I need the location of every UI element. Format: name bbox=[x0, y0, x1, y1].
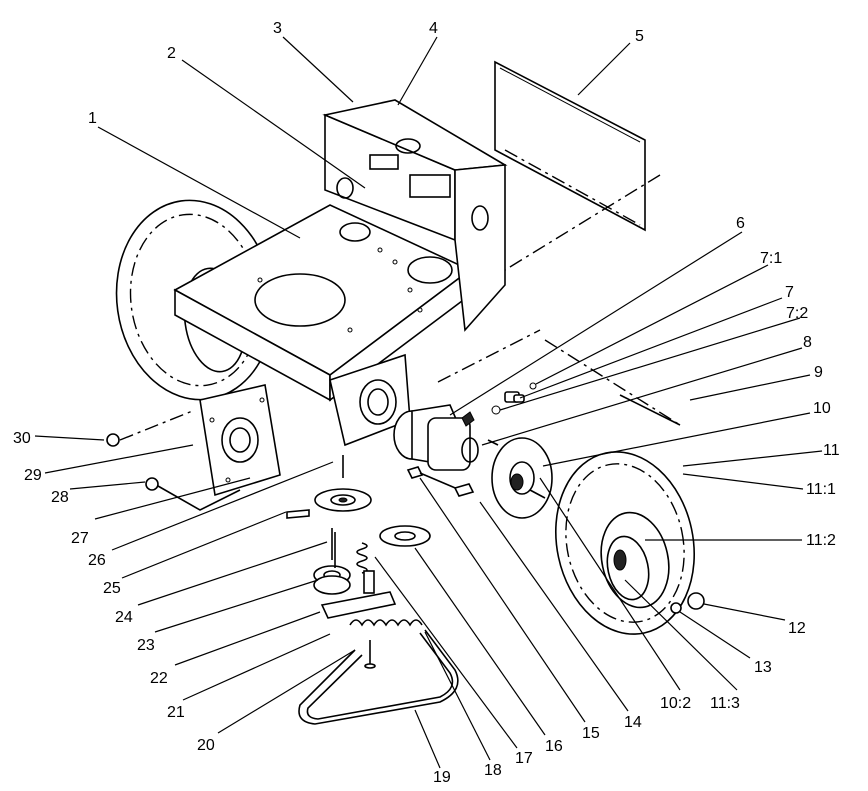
callout-23: 23 bbox=[137, 637, 155, 654]
right-tire bbox=[554, 451, 696, 635]
callout-24: 24 bbox=[115, 609, 133, 626]
fittings bbox=[487, 382, 537, 446]
drive-pulley bbox=[314, 488, 372, 512]
callout-10: 10 bbox=[813, 400, 831, 417]
callout-25: 25 bbox=[103, 580, 121, 597]
hydraulic-motor bbox=[393, 404, 479, 471]
drive-belt bbox=[298, 629, 459, 725]
callout-30: 30 bbox=[13, 430, 31, 447]
callout-1: 1 bbox=[88, 110, 97, 127]
nut-30 bbox=[106, 433, 120, 447]
hub-stud bbox=[529, 489, 546, 499]
main-frame bbox=[173, 99, 508, 447]
callout-22: 22 bbox=[150, 670, 168, 687]
callout-11-1: 11:1 bbox=[806, 481, 836, 498]
callout-12: 12 bbox=[788, 620, 806, 637]
callout-9: 9 bbox=[814, 364, 823, 381]
callout-28: 28 bbox=[51, 489, 69, 506]
nut-28-guide bbox=[157, 485, 241, 511]
idler-arm bbox=[320, 532, 423, 669]
callout-16: 16 bbox=[545, 738, 563, 755]
rod-alignment-line bbox=[544, 339, 681, 426]
callout-18: 18 bbox=[484, 762, 502, 779]
tension-spring bbox=[356, 542, 375, 594]
callout-15: 15 bbox=[582, 725, 600, 742]
callout-3: 3 bbox=[273, 20, 282, 37]
callout-7: 7 bbox=[785, 284, 794, 301]
callout-27: 27 bbox=[71, 530, 89, 547]
rear-shield bbox=[494, 60, 646, 232]
callout-20: 20 bbox=[197, 737, 215, 754]
lug-nuts bbox=[670, 592, 705, 614]
callout-21: 21 bbox=[167, 704, 185, 721]
callout-7-1: 7:1 bbox=[760, 250, 782, 267]
callout-19: 19 bbox=[433, 769, 451, 786]
shield-alignment-line bbox=[504, 174, 661, 271]
callout-11-3: 11:3 bbox=[710, 695, 740, 712]
callout-2: 2 bbox=[167, 45, 176, 62]
callout-labels: 1 2 3 4 5 6 7:1 7 7:2 8 9 10 11 11:1 11:… bbox=[13, 20, 840, 786]
callout-8: 8 bbox=[803, 334, 812, 351]
nut-28 bbox=[145, 477, 159, 491]
bolt-25 bbox=[286, 509, 310, 519]
callout-26: 26 bbox=[88, 552, 106, 569]
callout-11-2: 11:2 bbox=[806, 532, 836, 549]
leader-lines bbox=[34, 36, 823, 769]
idler-pulley-right bbox=[379, 525, 431, 547]
callout-7-2: 7:2 bbox=[786, 305, 808, 322]
motor-bolts bbox=[406, 466, 475, 497]
axle-alignment-line bbox=[437, 329, 541, 383]
drive-belt-inner bbox=[306, 632, 454, 720]
idler-pulley-left bbox=[313, 565, 351, 595]
plate-alignment-line bbox=[119, 409, 196, 441]
callout-29: 29 bbox=[24, 467, 42, 484]
callout-14: 14 bbox=[624, 714, 642, 731]
wheel-hub bbox=[491, 437, 553, 519]
callout-5: 5 bbox=[635, 28, 644, 45]
callout-13: 13 bbox=[754, 659, 772, 676]
callout-6: 6 bbox=[736, 215, 745, 232]
callout-10-2: 10:2 bbox=[660, 695, 691, 712]
callout-4: 4 bbox=[429, 20, 438, 37]
callout-11: 11 bbox=[823, 442, 840, 459]
long-rod-9 bbox=[619, 394, 681, 426]
callout-17: 17 bbox=[515, 750, 533, 767]
left-side-plate bbox=[199, 384, 281, 497]
